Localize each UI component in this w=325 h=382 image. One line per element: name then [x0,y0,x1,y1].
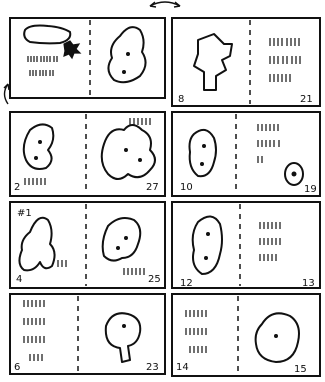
page-number-p14: 23 [146,362,159,373]
flip-arrow-left [4,84,9,104]
page-number-p5: 2 [14,182,20,193]
card-row2-right: 10 19 [172,112,320,196]
card-row1-left [10,18,165,98]
corner-mark: #1 [17,208,32,219]
page-number-p9: 4 [16,274,22,285]
page-number-p6: 27 [146,182,159,193]
page-number-p13: 6 [14,362,20,373]
card-row4-right: 14 15 [172,294,320,376]
page-number-p7: 10 [180,182,193,193]
page-number-p3: 8 [178,94,184,105]
page-number-p10: 25 [148,274,161,285]
flip-arrow-top [150,2,180,7]
card-row3-left: #1 4 25 [10,202,165,288]
card-row2-left: 2 27 [10,112,165,196]
page-number-p15: 14 [176,362,189,373]
card-row1-right: 8 21 [172,18,320,106]
card-row3-right: 12 13 [172,202,320,289]
page-number-p11: 12 [180,278,193,289]
page-number-p16: 15 [294,364,307,375]
page-number-p4: 21 [300,94,313,105]
card-row4-left: 6 23 [10,294,165,374]
page-number-p8: 19 [304,184,317,195]
page-number-p12: 13 [302,278,315,289]
